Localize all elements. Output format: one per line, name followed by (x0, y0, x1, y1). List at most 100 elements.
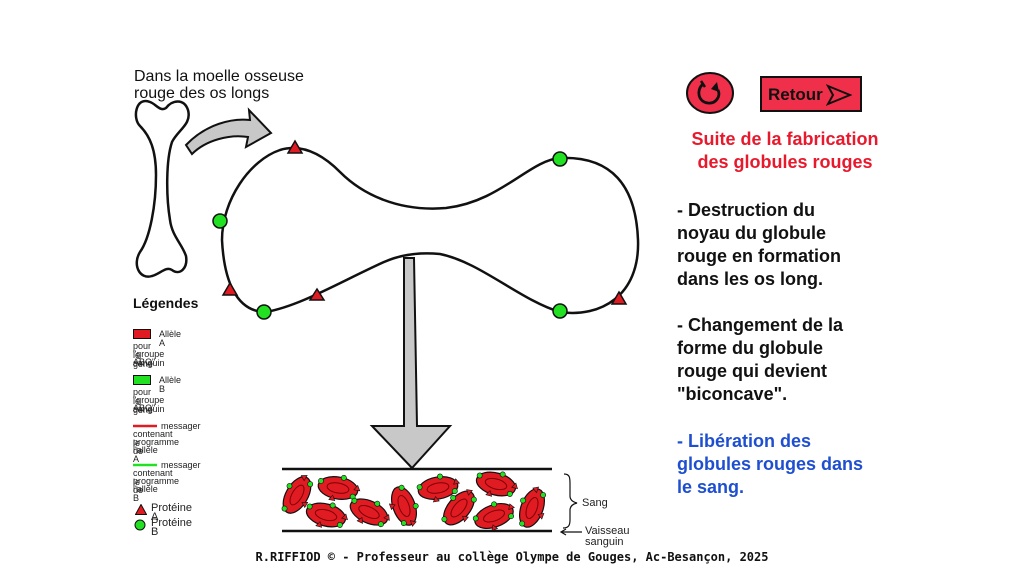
protein-b-dot (499, 471, 506, 478)
red-blood-cell (281, 475, 314, 514)
title-line-1: Suite de la fabrication (691, 129, 879, 149)
p1-line-4: dans les os long. (677, 269, 824, 289)
protein-b-dot (307, 481, 314, 488)
retour-button[interactable]: Retour (760, 76, 862, 112)
red-blood-cell (388, 484, 419, 527)
vessel-pointer-arrow (559, 528, 582, 536)
protein-b-dot (520, 497, 526, 504)
messenger-a-line-2: contenant le (133, 429, 173, 448)
protein-b-dot (470, 496, 477, 503)
protein-a-dot (383, 514, 390, 521)
protein-b-dot (351, 497, 358, 504)
red-blood-cell-outline (220, 146, 640, 315)
arrow-pointer-icon (826, 84, 852, 106)
red-blood-cell (349, 497, 390, 528)
allele-b-swatch (133, 375, 151, 385)
p1-line-3: rouge en formation (677, 246, 842, 266)
p2-line-3: rouge qui devient (677, 361, 828, 381)
protein-b-dot (451, 488, 458, 495)
protein-b-dot (476, 472, 483, 479)
legend-title: Légendes (133, 295, 199, 311)
protein-a-marker (221, 281, 239, 296)
protein-a-dot (301, 502, 309, 509)
protein-b-dot (340, 474, 347, 481)
blood-brace (562, 473, 578, 529)
step-nucleus-destruction: - Destruction du noyau du globule rouge … (677, 199, 841, 291)
messenger-b-line-4: l'allèle B (133, 484, 158, 503)
allele-b-label: Allèle B (159, 375, 182, 394)
step-shape-change: - Changement de la forme du globule roug… (677, 314, 843, 406)
p2-line-4: "biconcave". (677, 384, 788, 404)
red-blood-cell (305, 502, 348, 528)
p3-line-3: le sang. (677, 477, 745, 497)
protein-b-dot (519, 520, 525, 527)
protein-a-dot (356, 517, 363, 524)
red-blood-cell (519, 486, 547, 528)
protein-a-marker (610, 290, 628, 305)
protein-b-dot (329, 502, 336, 509)
protein-b-dot (318, 478, 324, 484)
protein-b-dot (412, 503, 419, 509)
protein-b-dot (306, 503, 313, 510)
allele-b-line-3: "groupe sanguin (133, 395, 165, 414)
protein-b-dot (507, 491, 513, 497)
p2-line-2: forme du globule (677, 338, 823, 358)
reload-button[interactable] (686, 72, 734, 114)
red-blood-cell (472, 501, 515, 532)
messenger-b-label: messager (161, 460, 201, 470)
messenger-a-label: messager (161, 421, 201, 431)
protein-a-dot (485, 490, 493, 497)
protein-b-dot (540, 492, 547, 498)
allele-a-line-3: "groupe sanguin (133, 349, 165, 368)
protein-a-marker (308, 287, 326, 301)
curved-arrow (184, 107, 273, 156)
protein-a-dot (300, 475, 308, 482)
step-release: - Libération des globules rouges dans le… (677, 430, 863, 499)
sang-label: Sang (582, 497, 608, 509)
protein-b-dot (437, 473, 443, 480)
protein-a-dot (511, 482, 518, 490)
p1-line-1: - Destruction du (677, 200, 815, 220)
red-blood-cell (475, 471, 518, 497)
protein-a-dot (466, 489, 473, 496)
protein-a-label: Protéine A (151, 502, 192, 523)
protein-a-dot (532, 486, 540, 494)
protein-a-dot (462, 515, 469, 523)
protein-b-legend-icon (134, 519, 146, 531)
protein-a-legend-icon (135, 504, 147, 515)
protein-b-dot (337, 522, 343, 528)
red-blood-cell (416, 473, 461, 503)
protein-a-dot (409, 520, 417, 527)
protein-b-dot (450, 494, 457, 501)
messenger-b-line-3: programme de (133, 476, 180, 495)
red-blood-cell (317, 474, 361, 502)
protein-b-marker (212, 213, 228, 229)
protein-a-dot (453, 478, 461, 485)
protein-a-dot (537, 512, 545, 520)
protein-a-dot (432, 495, 440, 503)
p2-line-1: - Changement de la (677, 315, 844, 335)
protein-a-dot (508, 503, 515, 511)
messenger-a-line-3: programme de (133, 437, 180, 456)
protein-b-dot (491, 501, 497, 508)
allele-b-line-2: pour le gène (133, 387, 154, 415)
messenger-a-line (133, 424, 157, 428)
protein-a-dot (388, 503, 396, 511)
p3-line-2: globules rouges dans (677, 454, 864, 474)
p3-line-1: - Libération des (677, 431, 812, 451)
protein-b-marker (552, 303, 568, 319)
protein-a-dot (341, 513, 348, 521)
protein-a-marker (286, 139, 304, 154)
protein-a-dot (315, 521, 323, 528)
protein-a-dot (491, 524, 499, 532)
protein-b-dot (441, 516, 448, 523)
title-line-2: des globules rouges (697, 152, 873, 172)
protein-a-dot (328, 494, 336, 502)
vessel-label-line-2: sanguin (585, 536, 624, 548)
reload-icon (686, 72, 734, 114)
bone-marrow-label: Dans la moelle osseuse rouge des os long… (134, 68, 304, 102)
allele-b-line-4: ABO" (133, 403, 156, 413)
protein-b-dot (398, 484, 405, 491)
blood-cells-group (281, 471, 547, 532)
